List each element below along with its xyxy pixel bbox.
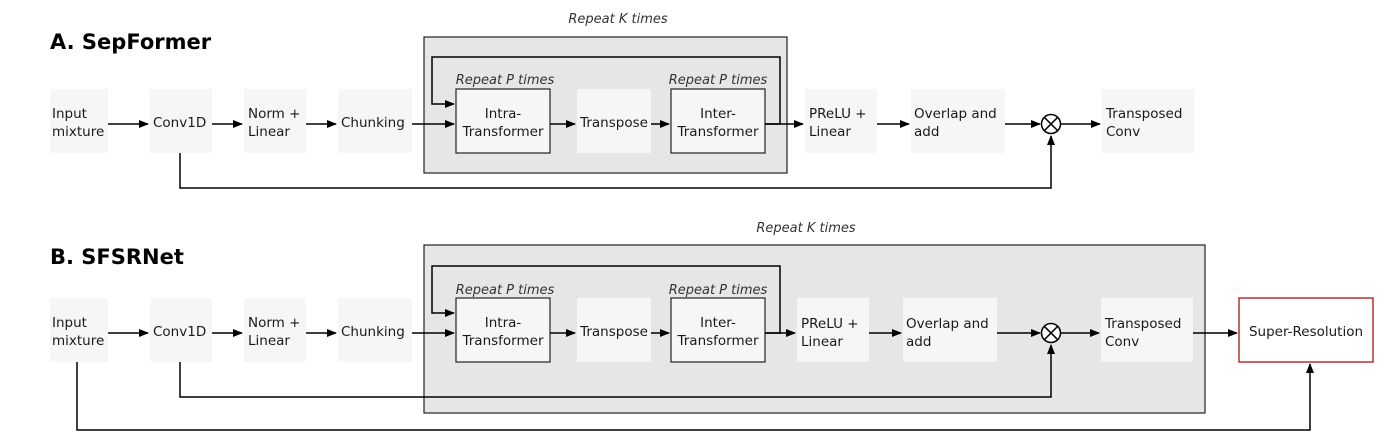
multiply-icon bbox=[1040, 322, 1062, 344]
node-inter-transformer: Inter- Transformer bbox=[670, 88, 766, 154]
node-transposed-conv: Transposed Conv bbox=[1101, 298, 1193, 362]
node-transpose: Transpose bbox=[577, 89, 651, 153]
svg-text:Transformer: Transformer bbox=[676, 124, 758, 140]
svg-text:Transformer: Transformer bbox=[461, 124, 543, 140]
svg-text:Inter-: Inter- bbox=[700, 106, 736, 122]
svg-text:Transpose: Transpose bbox=[579, 324, 648, 340]
svg-text:Transformer: Transformer bbox=[676, 333, 758, 349]
svg-text:mixture: mixture bbox=[52, 333, 104, 349]
svg-text:add: add bbox=[914, 124, 939, 140]
svg-text:PReLU +: PReLU + bbox=[801, 316, 859, 332]
node-conv1d: Conv1D bbox=[150, 298, 212, 362]
node-overlap-add: Overlap and add bbox=[911, 89, 1005, 153]
node-transposed-conv: Transposed Conv bbox=[1102, 89, 1194, 153]
svg-text:add: add bbox=[906, 334, 931, 350]
svg-text:Chunking: Chunking bbox=[341, 115, 405, 131]
node-chunking: Chunking bbox=[338, 89, 412, 153]
svg-text:PReLU +: PReLU + bbox=[809, 106, 867, 122]
svg-text:Norm +: Norm + bbox=[248, 106, 300, 122]
diagram-a-title: A. SepFormer bbox=[50, 30, 212, 54]
connections-b bbox=[76, 265, 1314, 431]
svg-text:Input: Input bbox=[52, 106, 87, 122]
svg-text:Transformer: Transformer bbox=[461, 333, 543, 349]
svg-text:Intra-: Intra- bbox=[485, 315, 522, 331]
svg-text:Transposed: Transposed bbox=[1105, 106, 1182, 122]
node-input-mixture: Input mixture bbox=[50, 298, 108, 362]
svg-text:Transposed: Transposed bbox=[1104, 316, 1181, 332]
svg-text:Conv1D: Conv1D bbox=[153, 324, 206, 340]
svg-text:Inter-: Inter- bbox=[700, 315, 736, 331]
svg-text:Input: Input bbox=[52, 315, 87, 331]
connections-a bbox=[108, 56, 1101, 189]
svg-text:Overlap and: Overlap and bbox=[914, 106, 997, 122]
svg-text:Norm +: Norm + bbox=[248, 315, 300, 331]
node-overlap-add: Overlap and add bbox=[903, 298, 997, 362]
svg-text:Conv: Conv bbox=[1106, 124, 1140, 140]
diagram-b-title: B. SFSRNet bbox=[50, 245, 184, 269]
svg-text:Intra-: Intra- bbox=[485, 106, 522, 122]
repeat-p-inter-label: Repeat P times bbox=[669, 283, 768, 298]
svg-text:mixture: mixture bbox=[52, 124, 104, 140]
repeat-p-intra-label: Repeat P times bbox=[456, 73, 555, 88]
node-transpose: Transpose bbox=[577, 298, 651, 362]
node-norm-linear: Norm + Linear bbox=[244, 298, 306, 362]
svg-text:Linear: Linear bbox=[248, 333, 290, 349]
node-prelu-linear: PReLU + Linear bbox=[805, 89, 877, 153]
node-inter-transformer: Inter- Transformer bbox=[670, 297, 766, 363]
svg-text:Conv: Conv bbox=[1105, 334, 1139, 350]
node-intra-transformer: Intra- Transformer bbox=[455, 88, 551, 154]
node-super-resolution: Super-Resolution bbox=[1238, 297, 1374, 363]
node-conv1d: Conv1D bbox=[150, 89, 212, 153]
node-input-mixture: Input mixture bbox=[50, 89, 108, 153]
diagram-sepformer: A. SepFormer Repeat K times Repeat P tim… bbox=[50, 12, 1194, 189]
node-intra-transformer: Intra- Transformer bbox=[455, 297, 551, 363]
svg-text:Super-Resolution: Super-Resolution bbox=[1249, 324, 1363, 340]
svg-text:Chunking: Chunking bbox=[341, 324, 405, 340]
svg-text:Conv1D: Conv1D bbox=[153, 115, 206, 131]
svg-text:Overlap and: Overlap and bbox=[906, 316, 989, 332]
node-chunking: Chunking bbox=[338, 298, 412, 362]
svg-text:Transpose: Transpose bbox=[579, 115, 648, 131]
repeat-k-label: Repeat K times bbox=[568, 12, 668, 27]
node-norm-linear: Norm + Linear bbox=[244, 89, 306, 153]
diagram-sfsrnet: B. SFSRNet Repeat K times Repeat P times… bbox=[50, 221, 1374, 431]
svg-text:Linear: Linear bbox=[801, 334, 843, 350]
svg-text:Linear: Linear bbox=[809, 124, 851, 140]
svg-text:Linear: Linear bbox=[248, 124, 290, 140]
multiply-icon bbox=[1040, 113, 1062, 135]
repeat-p-inter-label: Repeat P times bbox=[669, 73, 768, 88]
repeat-p-intra-label: Repeat P times bbox=[456, 283, 555, 298]
repeat-k-label: Repeat K times bbox=[756, 221, 856, 236]
node-prelu-linear: PReLU + Linear bbox=[797, 298, 869, 362]
